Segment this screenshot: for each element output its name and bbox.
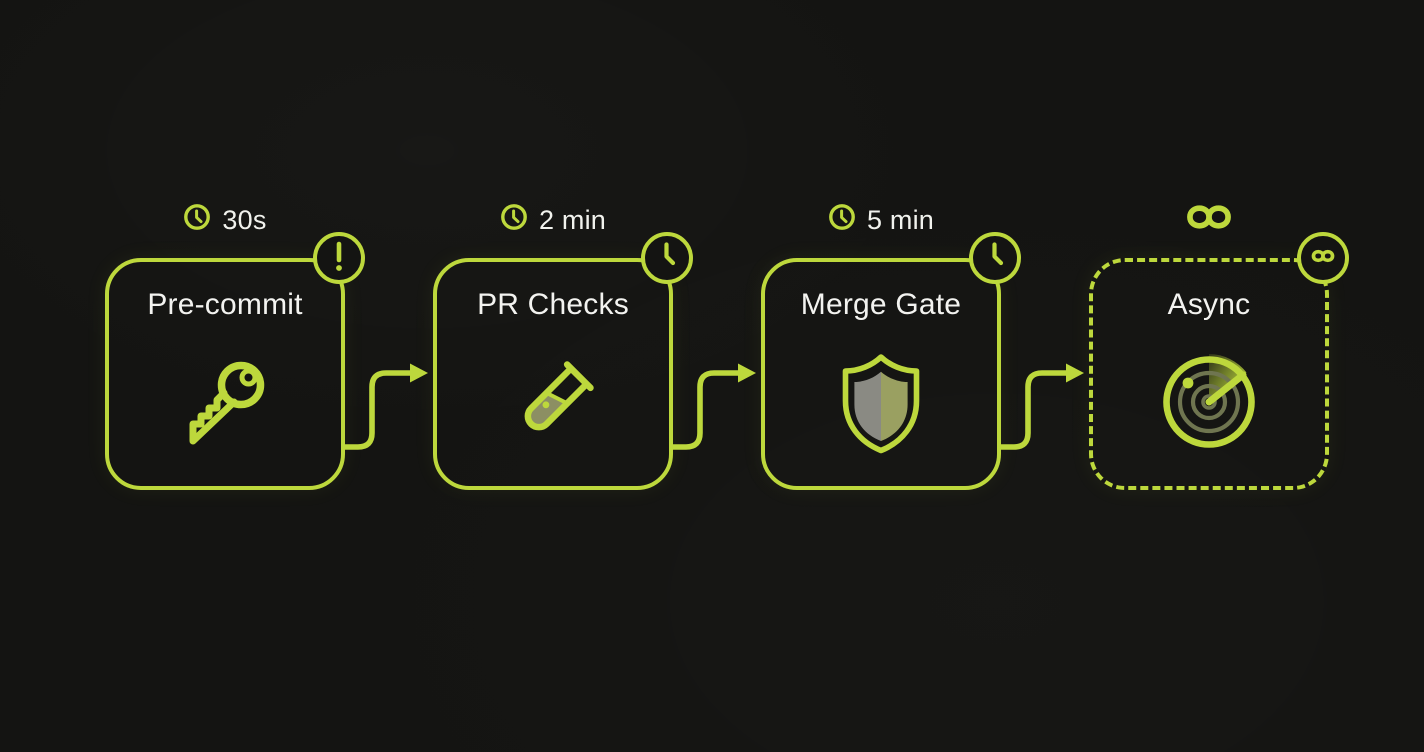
infinity-icon xyxy=(1306,247,1340,270)
stage-box: Merge Gate xyxy=(761,258,1001,490)
timer-label: 30s xyxy=(222,204,267,235)
stage-box: PR Checks xyxy=(433,258,673,490)
exclamation-icon xyxy=(319,236,359,281)
stage-async: Async xyxy=(1089,196,1349,496)
clock-badge xyxy=(969,232,1021,284)
stage-timer: 2 min xyxy=(433,196,673,242)
clock-icon xyxy=(828,203,856,236)
stage-title: PR Checks xyxy=(477,288,629,321)
alert-badge xyxy=(313,232,365,284)
infinity-badge xyxy=(1297,232,1349,284)
clock-icon xyxy=(647,236,687,281)
key-icon xyxy=(175,352,275,457)
stage-pre-commit: 30s Pre-commit xyxy=(105,196,365,496)
clock-icon xyxy=(500,203,528,236)
clock-icon xyxy=(975,236,1015,281)
clock-icon xyxy=(183,203,211,236)
infinity-icon xyxy=(1177,201,1241,238)
arrow-right-icon xyxy=(1001,363,1084,450)
stage-title: Merge Gate xyxy=(800,288,962,321)
shield-icon xyxy=(831,352,931,461)
test-tube-icon xyxy=(503,352,603,457)
arrow-right-icon xyxy=(673,363,756,450)
radar-icon xyxy=(1159,352,1259,457)
stage-timer xyxy=(1089,196,1329,242)
stage-box: Async xyxy=(1089,258,1329,490)
stage-merge-gate: 5 min Merge Gate xyxy=(761,196,1021,496)
clock-badge xyxy=(641,232,693,284)
stage-box: Pre-commit xyxy=(105,258,345,490)
stage-title: Pre-commit xyxy=(147,288,303,321)
stage-title: Async xyxy=(1167,288,1251,321)
stage-timer: 5 min xyxy=(761,196,1001,242)
timer-label: 2 min xyxy=(538,204,607,235)
stage-timer: 30s xyxy=(105,196,345,242)
arrow-right-icon xyxy=(345,363,428,450)
stage-pr-checks: 2 min PR Checks xyxy=(433,196,693,496)
timer-label: 5 min xyxy=(866,204,935,235)
